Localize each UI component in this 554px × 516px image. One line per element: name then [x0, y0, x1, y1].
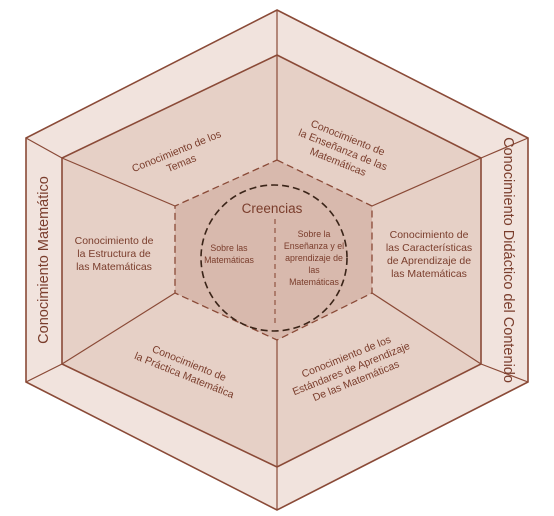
side-label-right: Conocimiento Didáctico del Contenido [500, 137, 516, 383]
segment-right: Conocimiento de las Características de A… [386, 229, 472, 280]
segment-left-line: Conocimiento de [75, 235, 154, 247]
corner-connectors [25, 10, 529, 510]
segment-separators [61, 55, 482, 467]
beliefs-title: Creencias [242, 201, 303, 216]
beliefs-left: Sobre las Matemáticas [204, 243, 254, 265]
beliefs-right-line: Matemáticas [289, 277, 339, 287]
beliefs-right: Sobre la Enseñanza y el aprendizaje de l… [284, 229, 344, 287]
segment-right-line: las Matemáticas [391, 268, 467, 280]
beliefs-left-line: Matemáticas [204, 255, 254, 265]
beliefs-right-line: Sobre la [298, 229, 331, 239]
segment-right-line: las Características [386, 242, 472, 254]
beliefs-circle [200, 184, 348, 332]
segment-left: Conocimiento de la Estructura de las Mat… [75, 235, 154, 273]
beliefs-left-line: Sobre las [210, 243, 248, 253]
side-label-left: Conocimiento Matemático [36, 176, 52, 344]
beliefs-right-line: las [308, 265, 320, 275]
segment-right-line: de Aprendizaje de [387, 255, 471, 267]
segment-left-line: la Estructura de [77, 248, 151, 260]
beliefs-right-line: Enseñanza y el [284, 241, 344, 251]
segment-left-line: las Matemáticas [76, 261, 152, 273]
segment-right-line: Conocimiento de [390, 229, 469, 241]
beliefs-right-line: aprendizaje de [285, 253, 343, 263]
